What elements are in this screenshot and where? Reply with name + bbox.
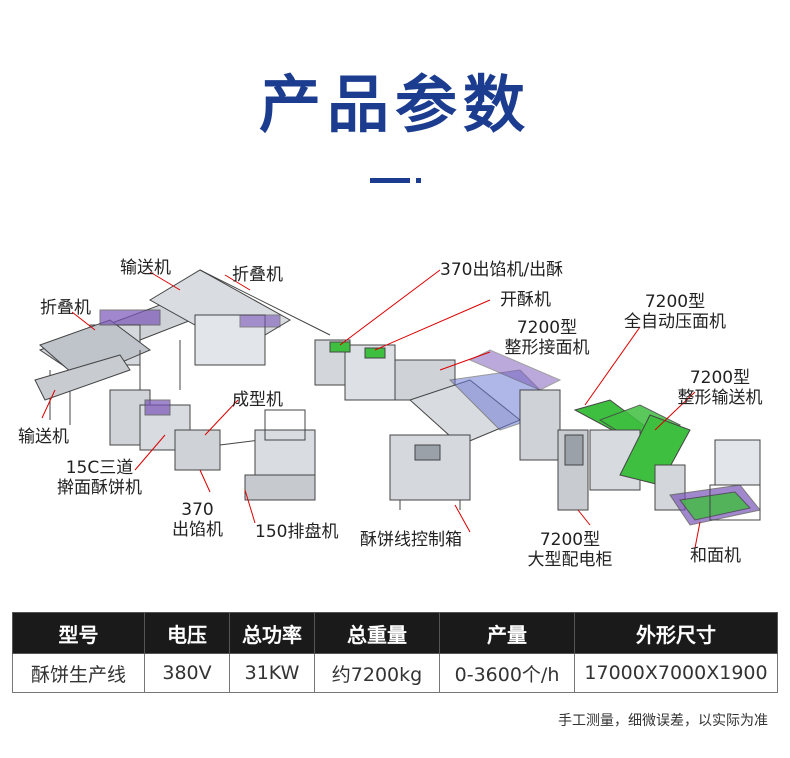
page-title: 产品参数 [258, 68, 531, 141]
callout-folding-machine-left: 折叠机 [40, 298, 91, 318]
callout-filling-machine-370: 370出馅机/出酥 [440, 260, 564, 280]
header-total-weight: 总重量 [314, 612, 440, 654]
callout-shaping-joiner: 7200型整形接面机 [492, 318, 602, 358]
header-model: 型号 [12, 612, 145, 654]
callout-shaping-joiner-text: 7200型整形接面机 [504, 318, 590, 358]
cell-output: 0-3600个/h [439, 653, 575, 693]
cell-voltage: 380V [144, 653, 230, 693]
callout-rolling-machine-15c-text: 15C三道擀面酥饼机 [57, 458, 142, 498]
callout-folding-machine-top: 折叠机 [232, 265, 283, 285]
cell-model: 酥饼生产线 [12, 653, 145, 693]
callout-distribution-cabinet-text: 7200型大型配电柜 [527, 530, 613, 570]
cell-dimensions: 17000X7000X1900 [574, 653, 778, 693]
callout-tray-arranger: 150排盘机 [255, 522, 339, 542]
callout-control-box: 酥饼线控制箱 [360, 530, 462, 550]
callout-conveyor-left: 输送机 [18, 427, 69, 447]
header-output: 产量 [439, 612, 575, 654]
callout-forming-machine: 成型机 [232, 390, 283, 410]
callout-sheeter: 开酥机 [500, 290, 551, 310]
spec-table: 型号 电压 总功率 总重量 产量 外形尺寸 酥饼生产线 380V 31KW 约7… [12, 612, 778, 693]
callout-rolling-machine-15c: 15C三道擀面酥饼机 [42, 458, 157, 498]
callout-shaping-conveyor-text: 7200型整形输送机 [677, 368, 763, 408]
table-row: 酥饼生产线 380V 31KW 约7200kg 0-3600个/h 17000X… [12, 653, 778, 693]
header-dimensions: 外形尺寸 [574, 612, 778, 654]
header-voltage: 电压 [144, 612, 230, 654]
callout-shaping-conveyor: 7200型整形输送机 [665, 368, 775, 408]
header-total-power: 总功率 [229, 612, 315, 654]
production-line-diagram: 输送机 折叠机 折叠机 370出馅机/出酥 开酥机 7200型整形接面机 720… [0, 230, 790, 600]
callout-auto-press-text: 7200型全自动压面机 [624, 292, 726, 332]
cell-total-weight: 约7200kg [314, 653, 440, 693]
measurement-note: 手工测量，细微误差，以实际为准 [558, 713, 768, 729]
production-line-illustration [34, 269, 761, 549]
callout-auto-press: 7200型全自动压面机 [610, 292, 740, 332]
spec-table-header-row: 型号 电压 总功率 总重量 产量 外形尺寸 [12, 612, 778, 654]
cell-total-power: 31KW [229, 653, 315, 693]
title-underline-dot [416, 178, 421, 183]
callout-dough-mixer: 和面机 [690, 546, 741, 566]
callout-conveyor-top: 输送机 [120, 258, 171, 278]
callout-distribution-cabinet: 7200型大型配电柜 [515, 530, 625, 570]
title-underline [370, 178, 410, 183]
